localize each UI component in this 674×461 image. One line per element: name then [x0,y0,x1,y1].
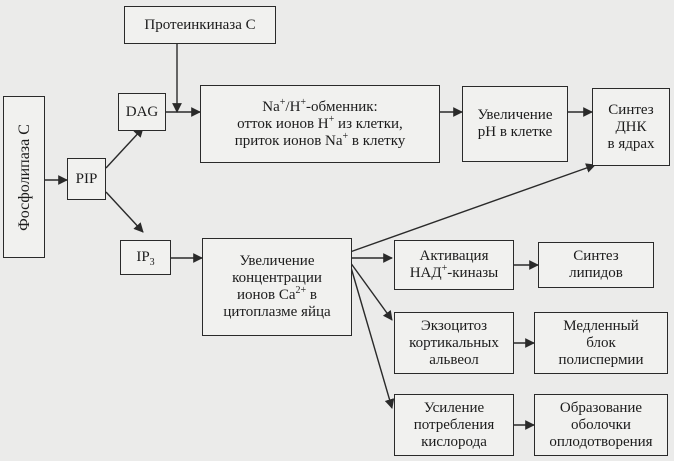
arrow-pip-dag [105,127,144,169]
phospholipase-c-box: Фосфолипаза С [3,96,45,258]
slow-block-label: Медленный блок полиспермии [558,317,644,368]
exchanger-label: Na+/H+-обменник: отток ионов H+ из клетк… [234,96,406,149]
ip3-label: IP3 [136,249,155,268]
ca-increase-box: Увеличение концентрации ионов Ca2+ в цит… [202,238,352,336]
slow-block-box: Медленный блок полиспермии [534,312,668,374]
nad-kinase-box: Активация НАД+-киназы [394,240,514,290]
lipid-synthesis-box: Синтез липидов [538,242,654,288]
envelope-label: Образование оболочки оплодотворения [549,399,653,450]
ca-increase-label: Увеличение концентрации ионов Ca2+ в цит… [223,253,331,320]
ip3-box: IP3 [120,240,171,275]
nad-kinase-label: Активация НАД+-киназы [409,248,499,281]
pip-box: PIP [67,158,106,200]
arrow-ca-dna [349,163,596,253]
exocytosis-box: Экзоцитоз кортикальных альвеол [394,312,514,374]
ph-increase-box: Увеличение pH в клетке [462,86,568,162]
dna-synthesis-box: Синтез ДНК в ядрах [592,88,670,166]
exchanger-box: Na+/H+-обменник: отток ионов H+ из клетк… [200,85,440,163]
dna-synthesis-label: Синтез ДНК в ядрах [607,101,655,152]
phospholipase-c-label: Фосфолипаза С [15,123,33,231]
protein-kinase-c-box: Протеинкиназа С [124,6,276,44]
ph-increase-label: Увеличение pH в клетке [477,107,553,140]
envelope-box: Образование оболочки оплодотворения [534,394,668,456]
pip-label: PIP [75,170,98,187]
dag-label: DAG [125,103,159,120]
exocytosis-label: Экзоцитоз кортикальных альвеол [409,317,499,368]
arrow-ca-oxygen [349,263,395,409]
arrow-pip-ip3 [105,191,144,233]
arrow-ca-exocytosis [349,261,393,321]
dag-box: DAG [118,93,166,131]
lipid-synthesis-label: Синтез липидов [569,248,623,281]
protein-kinase-c-label: Протеинкиназа С [144,16,256,33]
oxygen-box: Усиление потребления кислорода [394,394,514,456]
oxygen-label: Усиление потребления кислорода [413,399,495,450]
